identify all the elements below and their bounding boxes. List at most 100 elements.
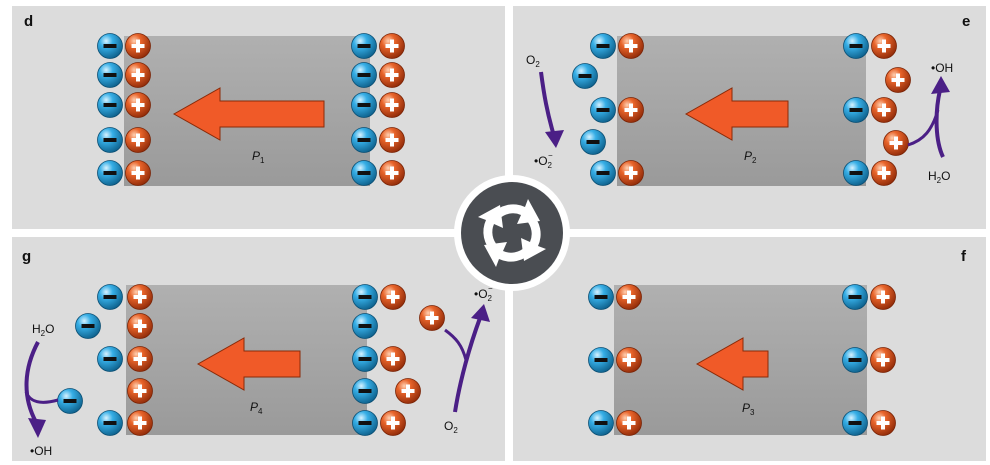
- panel-f-letter: f: [961, 248, 967, 265]
- negative-charge-icon: [843, 160, 869, 186]
- positive-charge-icon: [380, 410, 406, 436]
- panel-g-oxygen-reduction-branch: [444, 328, 468, 361]
- panel-e-water-oxidation-branch: [907, 109, 940, 147]
- negative-charge-icon: [97, 160, 123, 186]
- panel-g-polarization-arrow: [196, 337, 301, 391]
- negative-charge-icon: [352, 378, 378, 404]
- negative-charge-icon: [842, 284, 868, 310]
- panel-d-polarization-arrow: [172, 87, 325, 141]
- panel-e-oxygen-reduction-arrow: [539, 71, 556, 137]
- negative-charge-icon: [97, 284, 123, 310]
- negative-charge-icon: [57, 388, 83, 414]
- negative-charge-icon: [97, 346, 123, 372]
- positive-charge-icon: [618, 33, 644, 59]
- positive-charge-icon: [871, 33, 897, 59]
- panel-g-water-oxidation-arrow: [24, 341, 40, 423]
- positive-charge-icon: [379, 127, 405, 153]
- negative-charge-icon: [97, 410, 123, 436]
- panel-g-oxygen-reduction-arrowhead: [471, 304, 490, 322]
- negative-charge-icon: [352, 346, 378, 372]
- positive-charge-icon: [419, 305, 445, 331]
- positive-charge-icon: [870, 347, 896, 373]
- positive-charge-icon: [125, 33, 151, 59]
- cycle-arrows: [478, 199, 546, 267]
- panel-g-polarization-label: P4: [250, 400, 263, 416]
- positive-charge-icon: [379, 33, 405, 59]
- positive-charge-icon: [870, 284, 896, 310]
- positive-charge-icon: [618, 97, 644, 123]
- negative-charge-icon: [843, 97, 869, 123]
- positive-charge-icon: [395, 378, 421, 404]
- panel-d-charges: [97, 33, 405, 186]
- positive-charge-icon: [883, 130, 909, 156]
- positive-charge-icon: [379, 62, 405, 88]
- positive-charge-icon: [616, 347, 642, 373]
- positive-charge-icon: [127, 378, 153, 404]
- panel-e: e P2 O2 •O2− •OH H2O: [513, 6, 986, 229]
- panel-f-polarization-arrow: [695, 337, 769, 391]
- positive-charge-icon: [125, 127, 151, 153]
- panel-e-polarization-label: P2: [744, 149, 757, 165]
- panel-g-superoxide-label: •O2−: [474, 284, 493, 303]
- panel-g-hydroxyl-label: •OH: [30, 444, 52, 458]
- panel-e-letter: e: [962, 13, 970, 30]
- negative-charge-icon: [842, 347, 868, 373]
- positive-charge-icon: [618, 160, 644, 186]
- positive-charge-icon: [379, 160, 405, 186]
- negative-charge-icon: [590, 33, 616, 59]
- negative-charge-icon: [588, 347, 614, 373]
- rotating-cycle-icon: [454, 175, 570, 291]
- negative-charge-icon: [572, 63, 598, 89]
- negative-charge-icon: [588, 284, 614, 310]
- negative-charge-icon: [590, 97, 616, 123]
- negative-charge-icon: [97, 33, 123, 59]
- positive-charge-icon: [616, 410, 642, 436]
- panel-g-oxygen-reduction-arrow: [453, 317, 482, 413]
- negative-charge-icon: [351, 62, 377, 88]
- panel-g: g P4 H2O •OH •O2− O2: [12, 237, 505, 461]
- positive-charge-icon: [380, 346, 406, 372]
- negative-charge-icon: [580, 129, 606, 155]
- panel-e-superoxide-label: •O2−: [534, 151, 553, 170]
- positive-charge-icon: [885, 67, 911, 93]
- positive-charge-icon: [379, 92, 405, 118]
- negative-charge-icon: [97, 62, 123, 88]
- positive-charge-icon: [871, 160, 897, 186]
- panel-e-oxygen-label: O2: [526, 53, 540, 69]
- panel-e-oxygen-reduction-arrowhead: [545, 130, 564, 148]
- negative-charge-icon: [352, 313, 378, 339]
- panel-g-water-oxidation-branch: [24, 391, 59, 404]
- panel-e-hydroxyl-label: •OH: [931, 61, 953, 75]
- positive-charge-icon: [870, 410, 896, 436]
- positive-charge-icon: [127, 313, 153, 339]
- panel-e-water-oxidation-arrowhead: [931, 76, 950, 94]
- panel-d: d P1: [12, 6, 505, 229]
- positive-charge-icon: [616, 284, 642, 310]
- positive-charge-icon: [127, 346, 153, 372]
- positive-charge-icon: [127, 410, 153, 436]
- negative-charge-icon: [351, 127, 377, 153]
- panel-f-charges: [588, 284, 896, 436]
- negative-charge-icon: [352, 284, 378, 310]
- negative-charge-icon: [351, 33, 377, 59]
- negative-charge-icon: [97, 92, 123, 118]
- panel-e-water-label: H2O: [928, 169, 950, 185]
- negative-charge-icon: [97, 127, 123, 153]
- panel-g-water-oxidation-arrowhead: [28, 418, 46, 438]
- positive-charge-icon: [125, 62, 151, 88]
- negative-charge-icon: [75, 313, 101, 339]
- panel-g-charges: [57, 284, 445, 436]
- negative-charge-icon: [842, 410, 868, 436]
- positive-charge-icon: [380, 284, 406, 310]
- positive-charge-icon: [125, 160, 151, 186]
- panel-d-polarization-label: P1: [252, 149, 265, 165]
- negative-charge-icon: [588, 410, 614, 436]
- negative-charge-icon: [590, 160, 616, 186]
- panel-f-polarization-label: P3: [742, 401, 755, 417]
- cycle-hub-disc: [461, 182, 563, 284]
- panel-g-letter: g: [22, 248, 31, 265]
- panel-f: f P3: [513, 237, 986, 461]
- negative-charge-icon: [843, 33, 869, 59]
- negative-charge-icon: [352, 410, 378, 436]
